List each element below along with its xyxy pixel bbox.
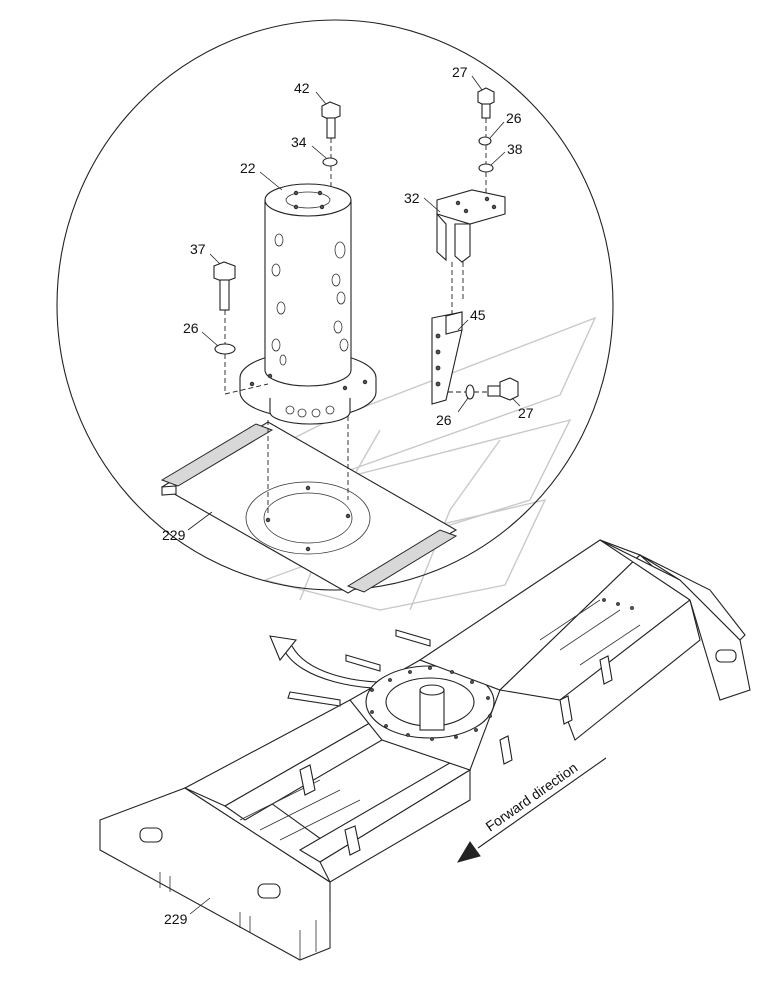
washer-26-top	[478, 136, 492, 146]
callout-32: 32	[404, 190, 420, 206]
bolt-27-top	[477, 87, 495, 119]
bolt-27-bottom	[487, 377, 519, 401]
washer-34	[322, 157, 338, 167]
washer-38	[478, 163, 494, 173]
callout-38: 38	[507, 141, 523, 157]
callout-26-top: 26	[506, 110, 522, 126]
bracket-32	[436, 189, 506, 263]
callout-22: 22	[240, 160, 256, 176]
rotary-joint-body	[239, 183, 377, 425]
callout-229-frame: 229	[164, 911, 188, 927]
callout-229-detail: 229	[162, 527, 186, 543]
callout-26-bottom: 26	[436, 412, 452, 428]
callout-37: 37	[190, 241, 206, 257]
forward-direction-arrow-icon	[456, 757, 607, 863]
forward-direction-label: Forward direction	[483, 759, 581, 834]
callout-27-bottom: 27	[518, 405, 534, 421]
callout-45: 45	[470, 307, 486, 323]
bolt-37	[213, 261, 236, 311]
callout-27-top: 27	[452, 64, 468, 80]
undercarriage-frame	[99, 539, 751, 961]
bracket-45	[431, 311, 463, 405]
washer-26-bottom	[465, 384, 475, 400]
bolt-42	[321, 101, 341, 139]
detail-circle	[56, 19, 614, 591]
callout-34: 34	[291, 134, 307, 150]
mounting-plate-229	[160, 421, 458, 594]
callout-42: 42	[294, 80, 310, 96]
callout-26-left: 26	[183, 320, 199, 336]
